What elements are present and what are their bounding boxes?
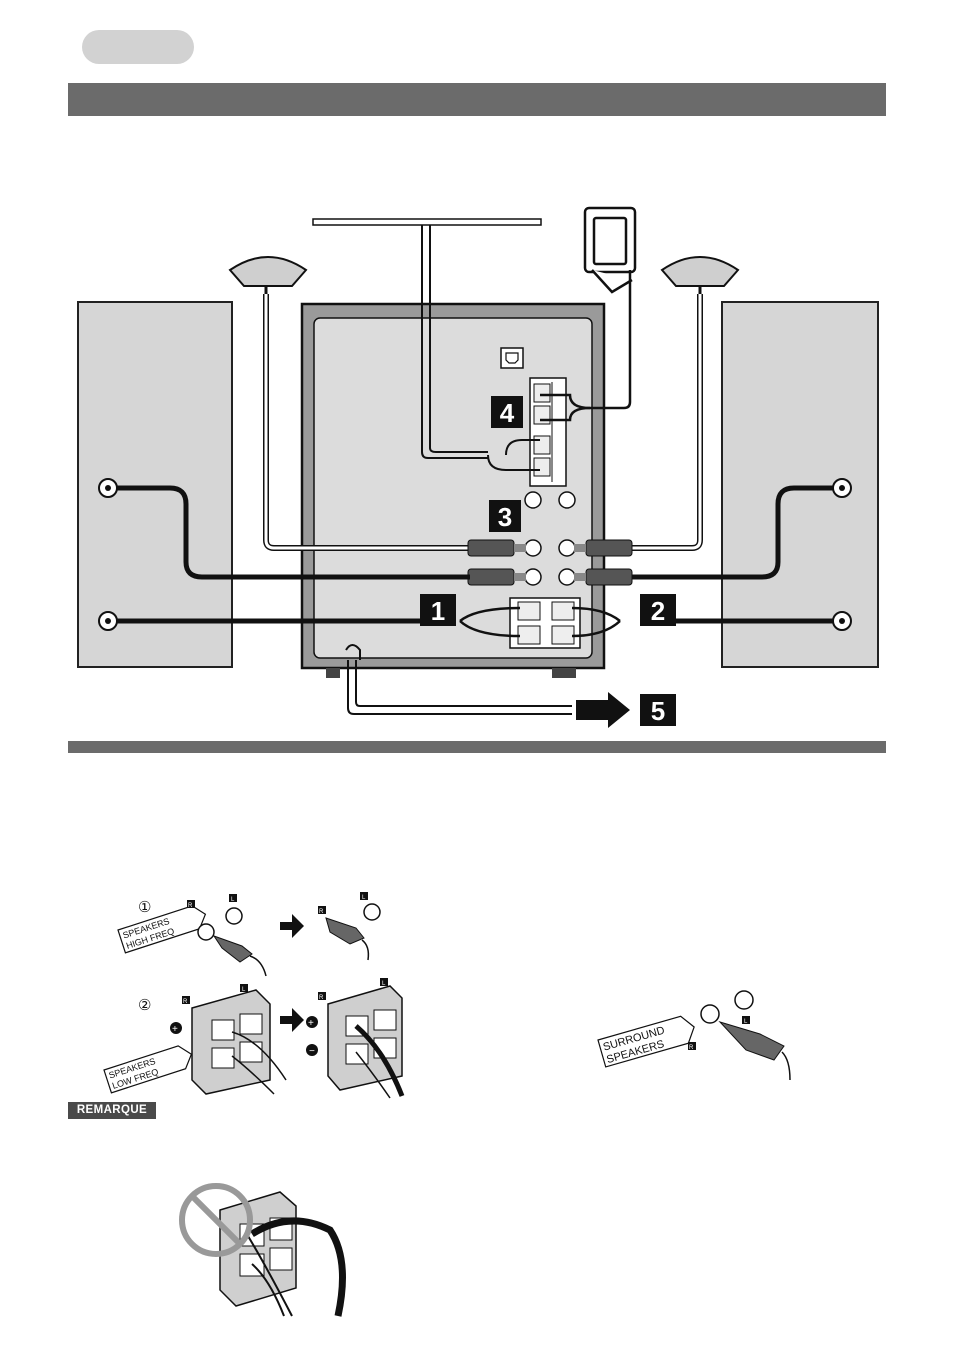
arrow-icon <box>576 692 630 728</box>
svg-text:+: + <box>172 1024 178 1035</box>
step-badge-4: 4 <box>491 396 523 428</box>
sub-step-1-marker: ① <box>138 899 151 916</box>
surround-r-label: R <box>689 1045 694 1051</box>
right-speaker-box <box>722 302 878 667</box>
step-badge-1: 1 <box>420 594 456 626</box>
high-freq-label-tag: SPEAKERS HIGH FREQ <box>118 903 209 953</box>
svg-text:−: − <box>309 1046 315 1057</box>
low-freq-label-tag: SPEAKERS LOW FREQ <box>104 1043 195 1093</box>
left-tweeter-icon <box>230 257 306 294</box>
step-3-label: 3 <box>498 502 512 532</box>
svg-text:+: + <box>308 1018 314 1029</box>
sub-step-2-marker: ② <box>138 997 151 1014</box>
step-badge-3: 3 <box>489 500 521 532</box>
arrow-icon <box>280 1008 304 1032</box>
speaker-terminal-block <box>510 598 580 648</box>
jack-r-label: R <box>188 903 193 909</box>
step-2-label: 2 <box>651 596 665 626</box>
terminal-r-label: R <box>319 995 324 1001</box>
connection-diagram: 4 3 1 2 5 <box>0 0 954 760</box>
step-5-label: 5 <box>651 696 665 726</box>
arrow-icon <box>280 914 304 938</box>
jack-r-label: R <box>319 909 324 915</box>
prohibited-wiring-illustration <box>160 1170 380 1320</box>
optical-jack-icon <box>501 348 523 368</box>
connection-detail-illustrations: ① SPEAKERS HIGH FREQ R L R L ② R L + − S… <box>0 880 954 1120</box>
surround-label-tag: SURROUND SPEAKERS <box>598 1014 698 1067</box>
remark-label: REMARQUE <box>68 1102 156 1119</box>
right-tweeter-icon <box>662 257 738 294</box>
step-1-label: 1 <box>431 596 445 626</box>
terminal-r-label: R <box>183 999 188 1005</box>
step-badge-5: 5 <box>640 694 676 726</box>
step-4-label: 4 <box>500 398 515 428</box>
step-badge-2: 2 <box>640 594 676 626</box>
